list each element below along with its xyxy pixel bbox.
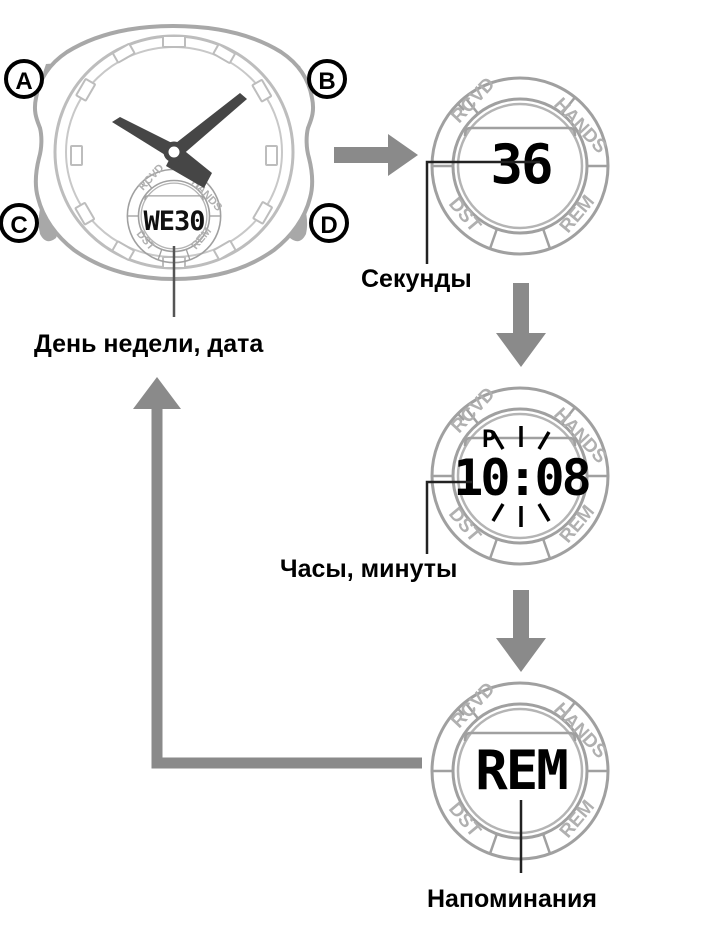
leader-line-seconds	[425, 160, 540, 264]
main-watch-case: RCVD HANDS DST REM WE30	[32, 23, 316, 282]
screen-reminder-lcd: REM	[475, 739, 567, 802]
screen-hm-pm-indicator: P	[482, 425, 496, 453]
screen-hour-minute: RCVD HANDS DST REM P 10:08	[430, 384, 611, 566]
blink-rays-icon	[491, 426, 551, 527]
button-d-label: D	[320, 212, 337, 239]
button-b-circle[interactable]	[307, 59, 347, 99]
arrow-loop-back-icon	[133, 377, 422, 769]
button-a-circle[interactable]	[4, 59, 44, 99]
leader-line-hour-minute	[425, 480, 472, 554]
watch-hands	[112, 93, 247, 188]
main-watch-lcd: WE30	[143, 206, 204, 237]
caption-hour-minute: Часы, минуты	[280, 555, 458, 583]
flow-arrows	[334, 134, 546, 672]
button-markers: A B C D	[0, 59, 349, 243]
button-c-label: C	[10, 212, 27, 239]
screen-seconds: RCVD HANDS DST REM 36	[430, 74, 611, 256]
button-d-circle[interactable]	[309, 203, 349, 243]
button-a-label: A	[15, 68, 32, 95]
subdial-label-dst-hm: DST	[444, 504, 485, 547]
arrow-right-icon	[334, 134, 418, 176]
caption-day-date: День недели, дата	[34, 330, 264, 358]
arrow-down-2-icon	[496, 590, 546, 672]
arrow-down-1-icon	[496, 283, 546, 367]
screen-seconds-lcd: 36	[490, 133, 551, 196]
button-c-circle[interactable]	[0, 203, 39, 243]
caption-reminder: Напоминания	[427, 885, 597, 913]
button-b-label: B	[318, 68, 335, 95]
screen-hm-lcd: 10:08	[453, 449, 589, 507]
hour-markers	[70, 35, 278, 269]
caption-seconds: Секунды	[361, 265, 472, 293]
subdial-label-dst-seconds: DST	[444, 194, 485, 237]
subdial-label-dst-rem: DST	[444, 799, 485, 842]
